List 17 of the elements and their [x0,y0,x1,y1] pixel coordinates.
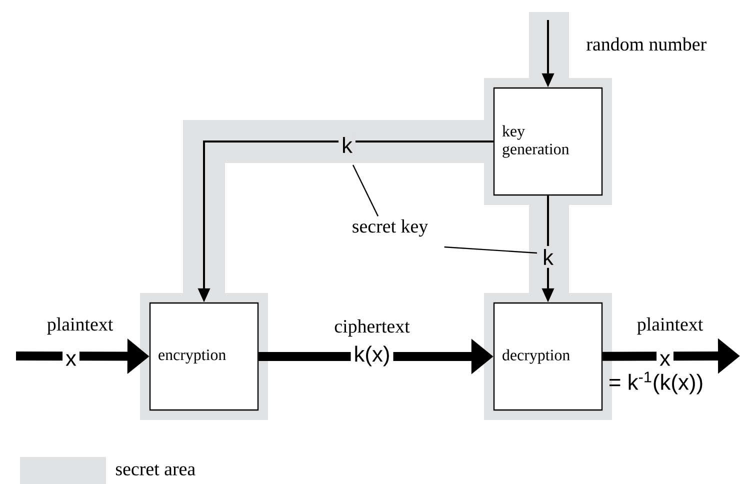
signal-label: plaintext [47,317,114,335]
leader-line [444,246,538,254]
signal-label: ciphertext [334,319,410,337]
edge-label: random number [586,37,706,51]
leader-line [352,164,379,216]
decryption-box: decryption [493,302,603,411]
annotation-text: secret key [352,219,428,237]
signal-label: plaintext [637,317,704,335]
formula-text: = k$^{-1}$(k(x)) [610,372,702,394]
legend-label: secret area [116,464,196,476]
edge-label: k [540,246,556,268]
edge-label: x [62,351,80,369]
edge-label: k(x) [350,342,394,370]
key-generation-box: key generation [493,87,603,196]
edge-label: x [656,351,674,369]
edge-label: k [338,134,356,156]
encryption-box: encryption [149,302,259,411]
